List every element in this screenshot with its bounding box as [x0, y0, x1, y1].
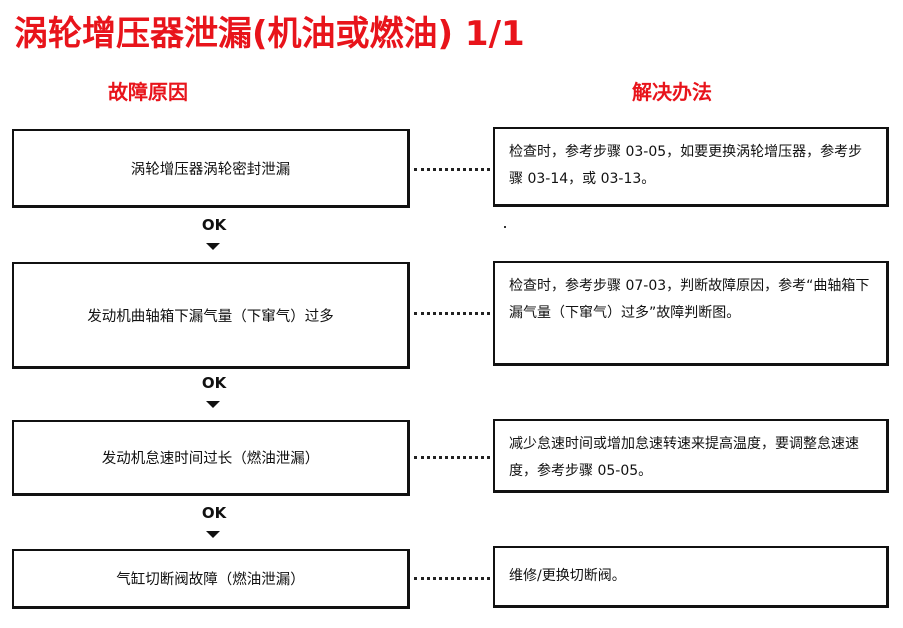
down-arrow-icon [206, 243, 220, 250]
cause-column-header: 故障原因 [108, 80, 188, 104]
cause-box-blowby: 发动机曲轴箱下漏气量（下窜气）过多 [12, 262, 410, 369]
solution-text: 检查时，参考步骤 03-05，如要更换涡轮增压器，参考步骤 03-14，或 03… [509, 144, 863, 187]
cause-box-turbo-seal: 涡轮增压器涡轮密封泄漏 [12, 129, 410, 208]
solution-text: 检查时，参考步骤 07-03，判断故障原因，参考“曲轴箱下漏气量（下窜气）过多”… [509, 278, 870, 321]
solution-box-idle: 减少怠速时间或增加怠速转速来提高温度，要调整怠速速度，参考步骤 05-05。 [493, 419, 889, 493]
solution-box-cutoff-valve: 维修/更换切断阀。 [493, 546, 889, 608]
cause-text: 气缸切断阀故障（燃油泄漏） [116, 572, 305, 588]
down-arrow-icon [206, 531, 220, 538]
solution-text: 减少怠速时间或增加怠速转速来提高温度，要调整怠速速度，参考步骤 05-05。 [509, 436, 859, 479]
dotted-connector [414, 456, 490, 459]
solution-column-header: 解决办法 [632, 80, 712, 104]
solution-box-blowby: 检查时，参考步骤 07-03，判断故障原因，参考“曲轴箱下漏气量（下窜气）过多”… [493, 261, 889, 366]
cause-box-idle: 发动机怠速时间过长（燃油泄漏） [12, 420, 410, 496]
ok-label: OK [201, 216, 227, 234]
dotted-connector [414, 577, 490, 580]
page-title: 涡轮增压器泄漏(机油或燃油) 1/1 [14, 14, 525, 54]
cause-box-cutoff-valve: 气缸切断阀故障（燃油泄漏） [12, 549, 410, 609]
solution-box-turbo-seal: 检查时，参考步骤 03-05，如要更换涡轮增压器，参考步骤 03-14，或 03… [493, 127, 889, 207]
down-arrow-icon [206, 401, 220, 408]
scan-speck [504, 226, 506, 228]
solution-text: 维修/更换切断阀。 [509, 568, 626, 584]
ok-label: OK [201, 504, 227, 522]
ok-label: OK [201, 374, 227, 392]
cause-text: 发动机曲轴箱下漏气量（下窜气）过多 [87, 308, 334, 325]
cause-text: 发动机怠速时间过长（燃油泄漏） [101, 451, 320, 467]
dotted-connector [414, 312, 490, 315]
cause-text: 涡轮增压器涡轮密封泄漏 [130, 161, 291, 178]
dotted-connector [414, 168, 490, 171]
